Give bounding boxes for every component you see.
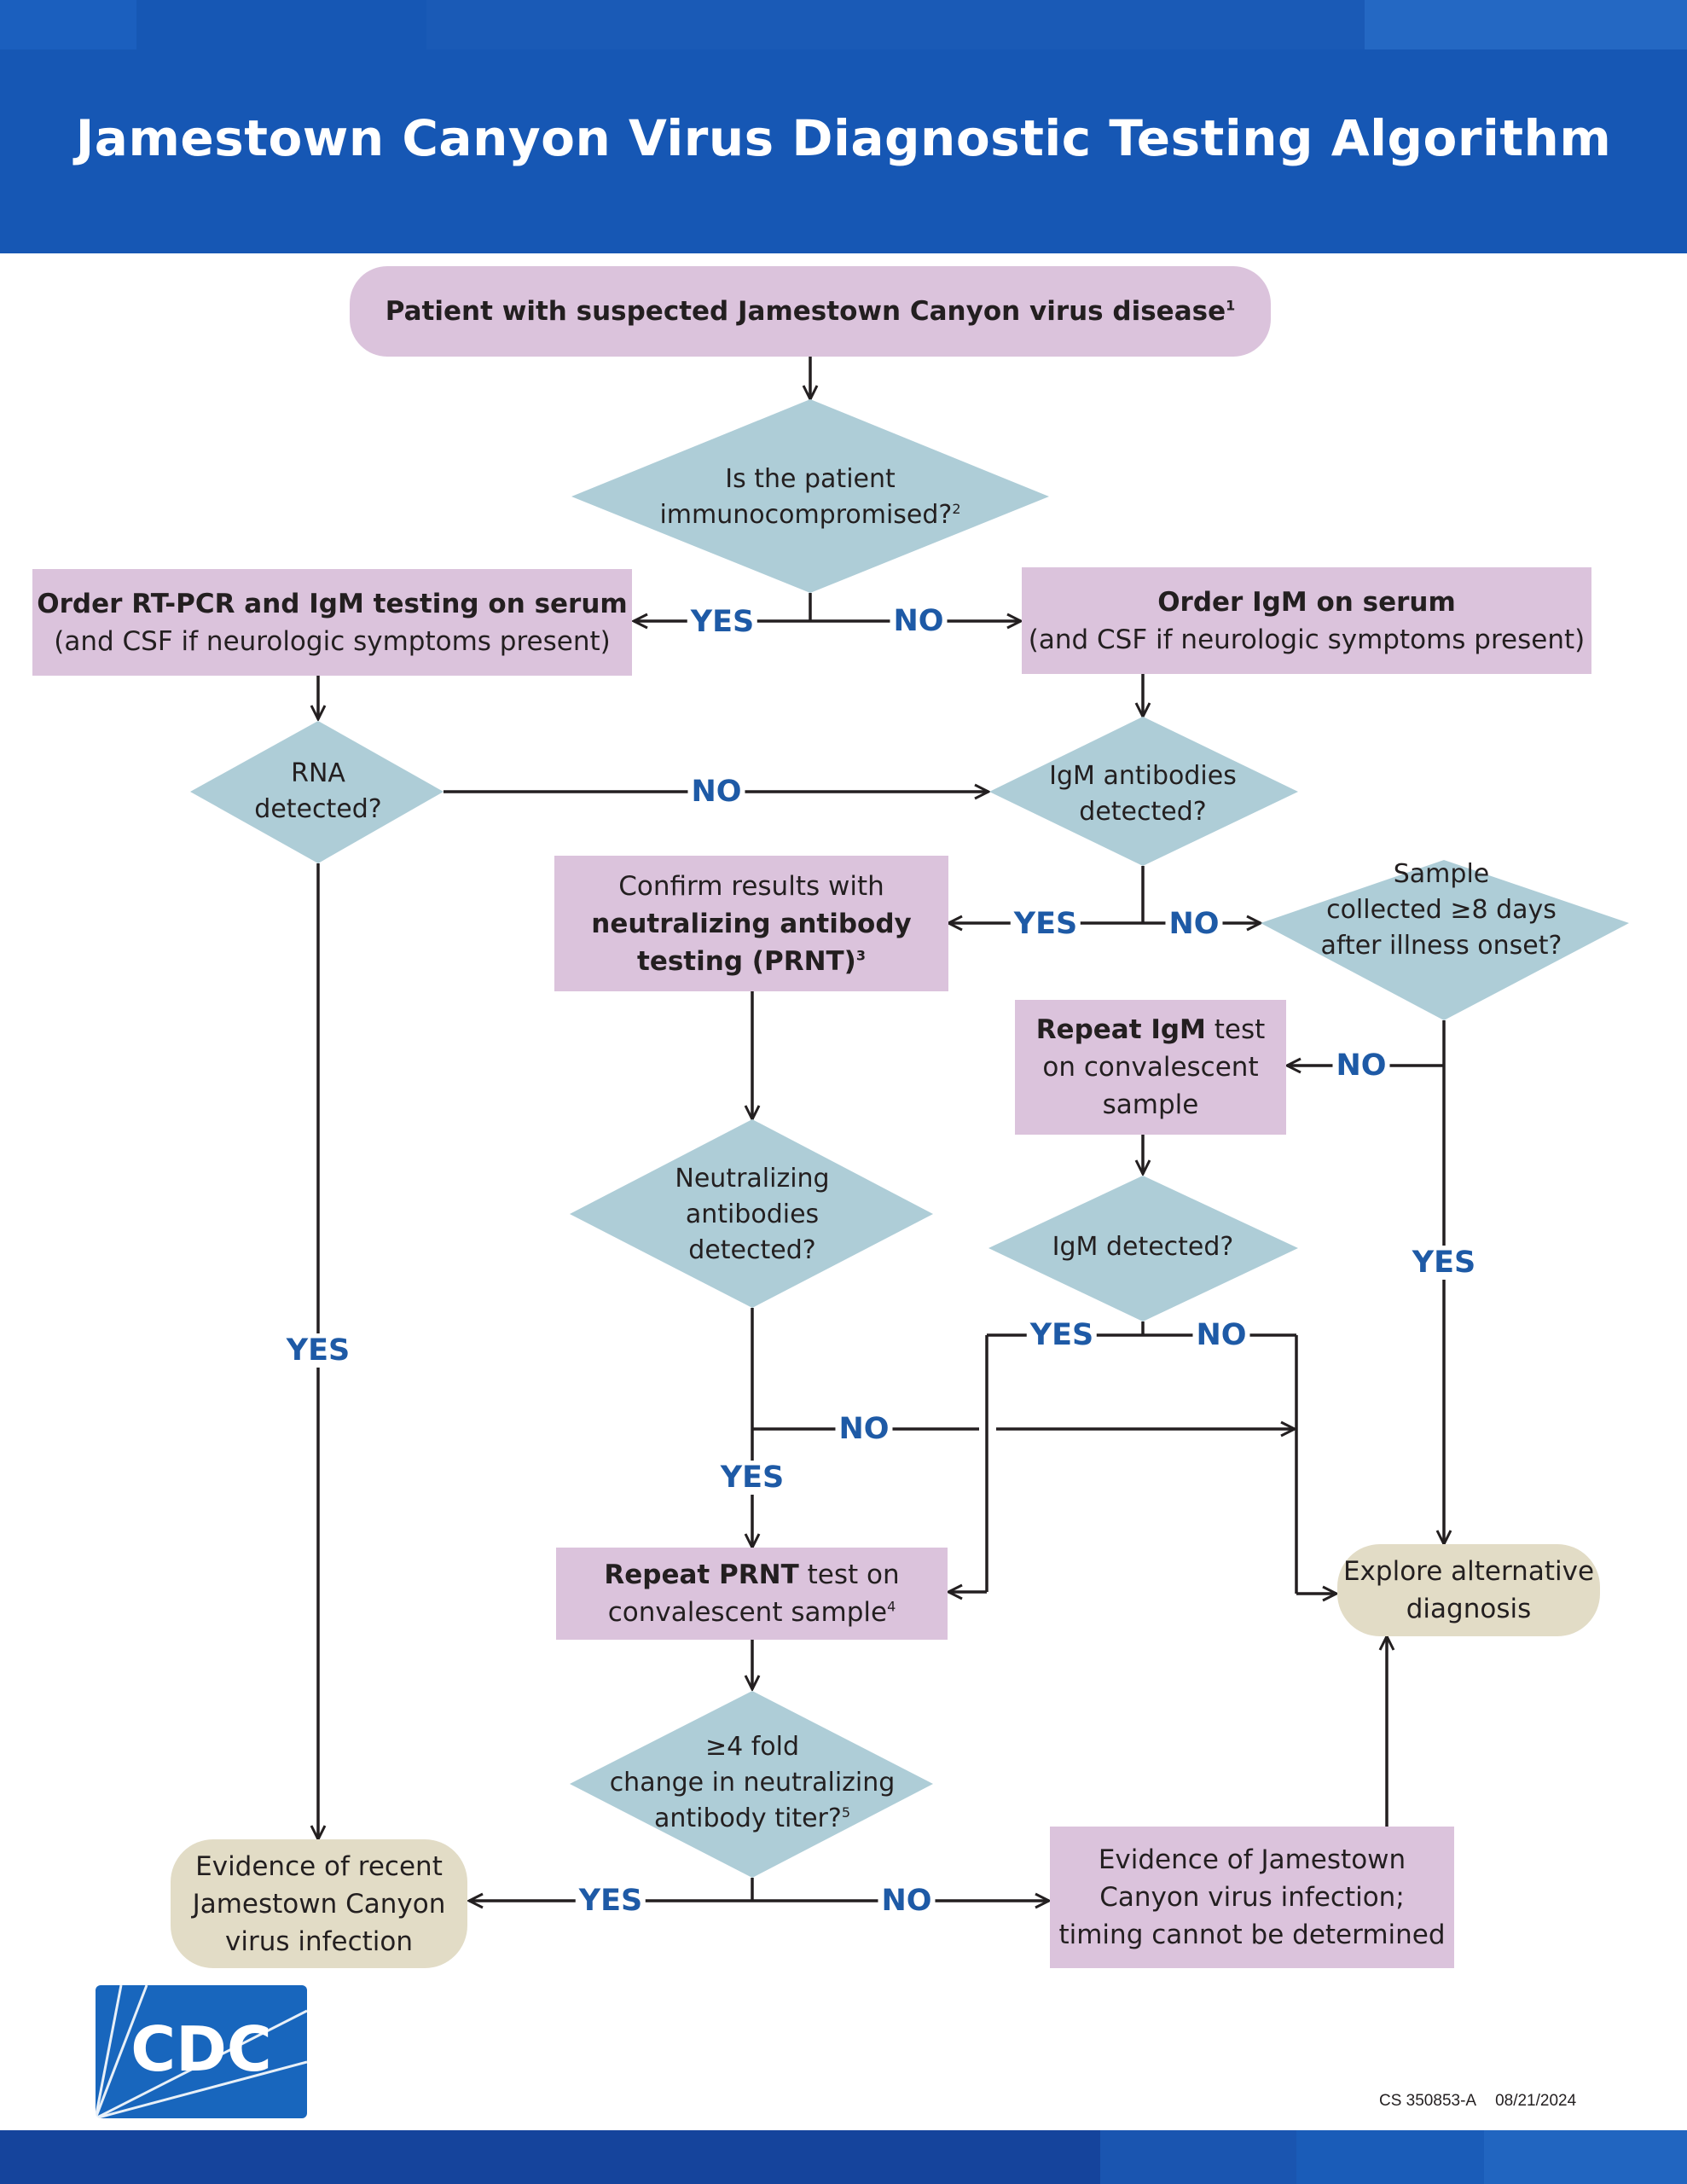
label-yes-sample: YES [1408,1246,1480,1280]
page-title: Jamestown Canyon Virus Diagnostic Testin… [75,109,1612,167]
decision-line: after illness onset? [1320,931,1562,961]
box-order-rtpcr-igm: Order RT-PCR and IgM testing on serum (a… [32,569,632,676]
footnote-ref: 4 [887,1598,896,1615]
node-line: virus infection [224,1926,414,1957]
decision-line: IgM antibodies [1049,761,1237,791]
label-no-immuno: NO [890,604,948,638]
cdc-logo: CDC [94,1984,308,2120]
decision-igm-antibodies: IgM antibodies detected? [1006,758,1279,831]
decision-line: Is the patient [725,464,896,494]
decision-line: Neutralizing [675,1164,830,1194]
label-yes-fold: YES [575,1884,646,1918]
box-repeat-igm: Repeat IgM test on convalescent sample [1015,1000,1286,1135]
node-line: Evidence of recent [195,1850,443,1882]
decision-sample-collected: Sample collected ≥8 days after illness o… [1296,857,1586,964]
decision-line: immunocompromised?2 [659,497,960,533]
decision-line: detected? [254,794,382,824]
decision-diamonds [190,399,1629,1878]
node-line: Confirm results with [618,870,884,902]
cdc-logo-text: CDC [130,2013,271,2085]
decision-igm-detected: IgM detected? [1006,1228,1279,1266]
label-no-igm-det: NO [1192,1318,1250,1352]
decision-line: antibody titer?5 [654,1801,850,1837]
node-line: neutralizing antibody [591,908,912,939]
decision-neutralizing-antibodies: Neutralizing antibodies detected? [607,1161,897,1269]
header-stripe [0,0,136,49]
decision-line: antibodies [685,1199,820,1229]
node-line: Patient with suspected Jamestown Canyon … [386,293,1236,330]
terminal-explore-alternative: Explore alternative diagnosis [1337,1544,1600,1636]
box-confirm-prnt: Confirm results with neutralizing antibo… [554,856,948,991]
cdc-logo-graphic: CDC [94,1984,308,2120]
node-line: Jamestown Canyon [192,1888,446,1920]
decision-line: collected ≥8 days [1326,895,1557,925]
decision-line: RNA [291,758,345,788]
label-yes-rna: YES [282,1333,354,1368]
decision-immunocompromised: Is the patient immunocompromised?2 [623,448,998,547]
label-yes-igm-det: YES [1026,1318,1098,1352]
label-no-igm-ab: NO [1165,907,1223,941]
node-line: Order IgM on serum [1157,586,1456,618]
decision-rna-detected: RNA detected? [224,755,412,828]
header-stripe [426,0,1365,49]
label-yes-neut: YES [716,1461,788,1495]
node-text: test [1205,1014,1266,1045]
node-line: Canyon virus infection; [1099,1882,1405,1913]
node-line: testing (PRNT)3 [637,943,866,980]
label-no-sample: NO [1332,1048,1390,1083]
decision-line: detected? [688,1235,816,1265]
label-yes-immuno: YES [687,605,758,639]
decision-fold-change: ≥4 fold change in neutralizing antibody … [590,1728,914,1838]
header-stripe [1365,0,1687,49]
node-line: convalescent sample4 [608,1594,896,1631]
document-code: CS 350853-A 08/21/2024 [1379,2092,1595,2111]
node-text: Repeat IgM [1035,1014,1206,1045]
node-line: (and CSF if neurologic symptoms present) [54,625,611,657]
node-text: test on [798,1560,900,1590]
decision-text: antibody titer? [654,1804,842,1833]
node-line: diagnosis [1406,1594,1532,1624]
decision-text: immunocompromised? [659,500,953,530]
node-line: on convalescent [1042,1052,1259,1083]
node-line: (and CSF if neurologic symptoms present) [1028,624,1586,655]
footer-stripe [1484,2130,1687,2184]
node-text: testing (PRNT) [637,945,856,977]
decision-line: IgM detected? [1052,1232,1234,1262]
node-line: Order RT-PCR and IgM testing on serum [37,588,628,619]
node-line: Repeat IgM test [1036,1011,1266,1048]
footnote-ref: 2 [952,501,961,517]
box-repeat-prnt: Repeat PRNT test on convalescent sample4 [556,1548,948,1640]
node-text: Patient with suspected Jamestown Canyon … [385,296,1226,327]
node-line: timing cannot be determined [1058,1920,1446,1950]
node-line: Explore alternative [1342,1556,1595,1587]
node-text: convalescent sample [607,1597,888,1628]
label-no-rna: NO [687,775,745,809]
box-evidence-timing-undetermined: Evidence of Jamestown Canyon virus infec… [1050,1827,1454,1968]
label-no-fold: NO [878,1884,936,1918]
node-line: sample [1102,1089,1199,1120]
document-id: CS 350853-A [1379,2092,1477,2110]
footer-stripe [1296,2130,1484,2184]
node-line: Repeat PRNT test on [604,1556,899,1594]
footnote-ref: 1 [1226,297,1236,314]
start-patient-suspected: Patient with suspected Jamestown Canyon … [350,266,1271,357]
footer-bar [0,2130,1687,2184]
label-yes-igm-ab: YES [1010,907,1081,941]
decision-line: Sample [1393,859,1490,889]
header-banner: Jamestown Canyon Virus Diagnostic Testin… [0,0,1687,253]
node-text: Repeat PRNT [604,1560,799,1590]
terminal-evidence-recent: Evidence of recent Jamestown Canyon viru… [171,1839,467,1968]
footnote-ref: 5 [841,1804,850,1821]
label-no-neut: NO [835,1412,893,1446]
document-date: 08/21/2024 [1495,2092,1577,2110]
footnote-ref: 3 [855,947,866,964]
decision-line: ≥4 fold [704,1732,800,1762]
box-order-igm-serum: Order IgM on serum (and CSF if neurologi… [1022,567,1591,674]
footer-stripe [1100,2130,1296,2184]
decision-line: detected? [1079,797,1207,827]
decision-line: change in neutralizing [609,1768,896,1798]
node-line: Evidence of Jamestown [1098,1844,1406,1875]
